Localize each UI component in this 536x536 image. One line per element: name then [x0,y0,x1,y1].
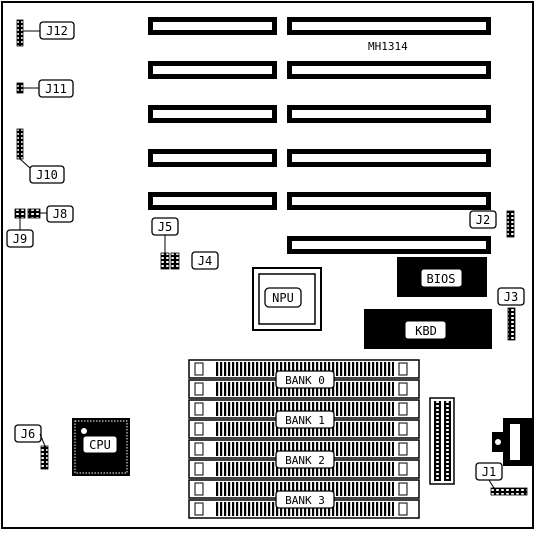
jumper-label: J9 [13,232,27,246]
simm-socket [188,399,420,419]
jumper-label: J10 [36,168,58,182]
jumper-j4: J4 [170,251,219,270]
jumper-j2: J2 [469,210,515,238]
svg-text:BANK 2: BANK 2 [285,454,325,467]
jumper-j6: J6 [14,424,49,470]
jumper-label: J1 [482,465,496,479]
model-label: MH1314 [368,40,408,53]
jumper-j1: J1 [475,462,528,496]
jumper-label: J12 [46,24,68,38]
bank-2-label: BANK 2 [275,450,335,469]
bios-chip: BIOS [397,257,487,297]
simm-socket [188,419,420,439]
jumper-j3: J3 [497,287,525,341]
bank-0-label: BANK 0 [275,370,335,389]
bank-3-label: BANK 3 [275,490,335,509]
cpu-chip: CPU [72,418,130,476]
power-connector [429,397,455,485]
bank-1-label: BANK 1 [275,410,335,429]
jumper-j8: J8 [27,205,74,223]
svg-text:BANK 1: BANK 1 [285,414,325,427]
jumper-j11: J11 [16,79,74,98]
simm-socket [188,379,420,399]
keyboard-connector [492,418,533,466]
npu-label: NPU [272,291,294,305]
simm-socket [188,459,420,479]
jumper-j10: J10 [16,128,65,184]
jumper-label: J11 [45,82,67,96]
jumper-j12: J12 [16,19,75,47]
memory-banks: BANK 0 BANK 1 BANK 2 BANK 3 [188,359,420,519]
expansion-slots [148,17,491,254]
jumper-label: J3 [504,290,518,304]
jumper-label: J8 [53,207,67,221]
jumper-label: J6 [21,427,35,441]
jumper-label: J5 [158,220,172,234]
jumper-j5: J5 [151,217,179,270]
simm-socket [188,499,420,519]
simm-socket [188,439,420,459]
simm-socket [188,359,420,379]
kbd-chip: KBD [364,309,492,349]
bios-label: BIOS [427,272,456,286]
svg-text:BANK 3: BANK 3 [285,494,325,507]
kbd-label: KBD [415,324,437,338]
jumper-label: J2 [476,213,490,227]
svg-text:BANK 0: BANK 0 [285,374,325,387]
npu-chip: NPU [252,267,322,331]
cpu-label: CPU [89,438,111,452]
jumper-j9: J9 [6,208,34,248]
jumper-label: J4 [198,254,212,268]
simm-socket [188,479,420,499]
